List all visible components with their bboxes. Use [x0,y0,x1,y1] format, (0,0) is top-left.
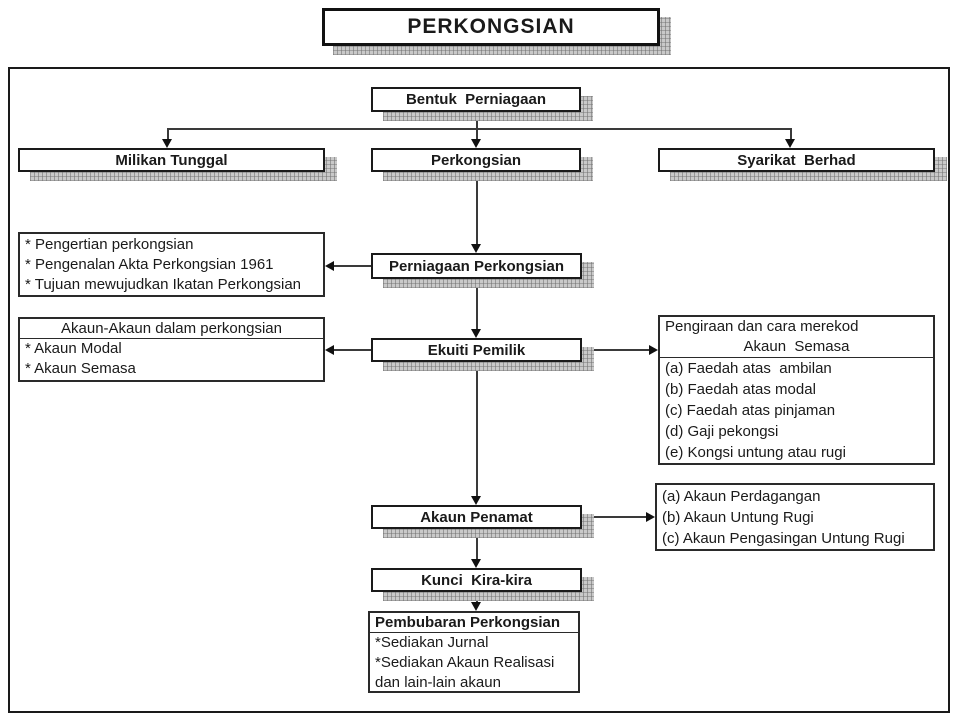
node-bentuk-perniagaan: Bentuk Perniagaan [371,87,581,112]
arrowhead-right [646,512,655,522]
node-label: Akaun Penamat [420,508,533,526]
connector-ekuiti-right [582,349,650,351]
connector-branch-right [790,128,792,140]
node-perkongsian: Perkongsian [371,148,581,172]
node-ekuiti-pemilik: Ekuiti Pemilik [371,338,582,362]
connector-penamat-down [476,529,478,560]
note-akaun-dalam-perkongsian: Akaun-Akaun dalam perkongsian * Akaun Mo… [18,317,325,382]
arrowhead-down [471,559,481,568]
note-item: (d) Gaji pekongsi [665,423,779,440]
arrowhead-down [471,496,481,505]
note-item: *Sediakan Akaun Realisasi [375,654,555,671]
node-syarikat-berhad: Syarikat Berhad [658,148,935,172]
note-item: * Akaun Modal [25,340,122,357]
arrowhead-down [471,244,481,253]
note-header-line1: Pengiraan dan cara merekod [665,318,859,335]
connector-branch-left [167,128,169,140]
note-pengenalan: * Pengertian perkongsian * Pengenalan Ak… [18,232,325,297]
node-label: Bentuk Perniagaan [405,91,547,108]
connector-penamat-right [582,516,647,518]
note-item: dan lain-lain akaun [375,674,501,691]
diagram-frame [8,67,950,713]
note-item: (b) Akaun Untung Rugi [662,509,814,526]
connector-bentuk-down [476,112,478,139]
node-label: Milikan Tunggal [115,151,228,169]
note-item: (e) Kongsi untung atau rugi [665,444,846,461]
page-title-box: PERKONGSIAN [322,8,660,46]
node-akaun-penamat: Akaun Penamat [371,505,582,529]
arrowhead-left [325,345,334,355]
note-item: (a) Akaun Perdagangan [662,488,821,505]
note-item: (c) Akaun Pengasingan Untung Rugi [662,530,905,547]
node-label: Perkongsian [430,151,522,169]
arrowhead-down [785,139,795,148]
note-header: Pengiraan dan cara merekod Akaun Semasa [660,317,933,358]
arrowhead-down [471,139,481,148]
note-pengiraan-akaun-semasa: Pengiraan dan cara merekod Akaun Semasa … [658,315,935,465]
note-header: Pembubaran Perkongsian [370,613,578,633]
note-item: * Tujuan mewujudkan Ikatan Perkongsian [25,276,302,293]
note-item: *Sediakan Jurnal [375,634,489,651]
note-pembubaran-perkongsian: Pembubaran Perkongsian *Sediakan Jurnal … [368,611,580,693]
arrowhead-down [162,139,172,148]
node-kunci-kira-kira: Kunci Kira-kira [371,568,582,592]
connector-perniagaan-down [476,279,478,330]
arrowhead-down [471,602,481,611]
page-title: PERKONGSIAN [407,15,575,38]
connector-ekuiti-down [476,362,478,497]
note-akaun-penamat-senarai: (a) Akaun Perdagangan (b) Akaun Untung R… [655,483,935,551]
note-item: * Pengenalan Akta Perkongsian 1961 [25,256,274,273]
node-label: Perniagaan Perkongsian [388,257,565,275]
node-milikan-tunggal: Milikan Tunggal [18,148,325,172]
note-header: Akaun-Akaun dalam perkongsian [20,319,323,339]
connector-perniagaan-left [334,265,372,267]
node-label: Syarikat Berhad [737,151,856,169]
node-label: Ekuiti Pemilik [427,341,526,359]
connector-perkongsian-down [476,172,478,245]
note-item: (a) Faedah atas ambilan [665,360,832,377]
note-item: (c) Faedah atas pinjaman [665,402,836,419]
arrowhead-right [649,345,658,355]
note-header-line2: Akaun Semasa [743,338,850,355]
connector-ekuiti-left [334,349,372,351]
note-item: * Akaun Semasa [25,360,136,377]
arrowhead-down [471,329,481,338]
connector-branch-line [167,128,791,130]
arrowhead-left [325,261,334,271]
note-item: * Pengertian perkongsian [25,236,194,253]
node-perniagaan-perkongsian: Perniagaan Perkongsian [371,253,582,279]
node-label: Kunci Kira-kira [421,571,532,589]
note-item: (b) Faedah atas modal [665,381,816,398]
